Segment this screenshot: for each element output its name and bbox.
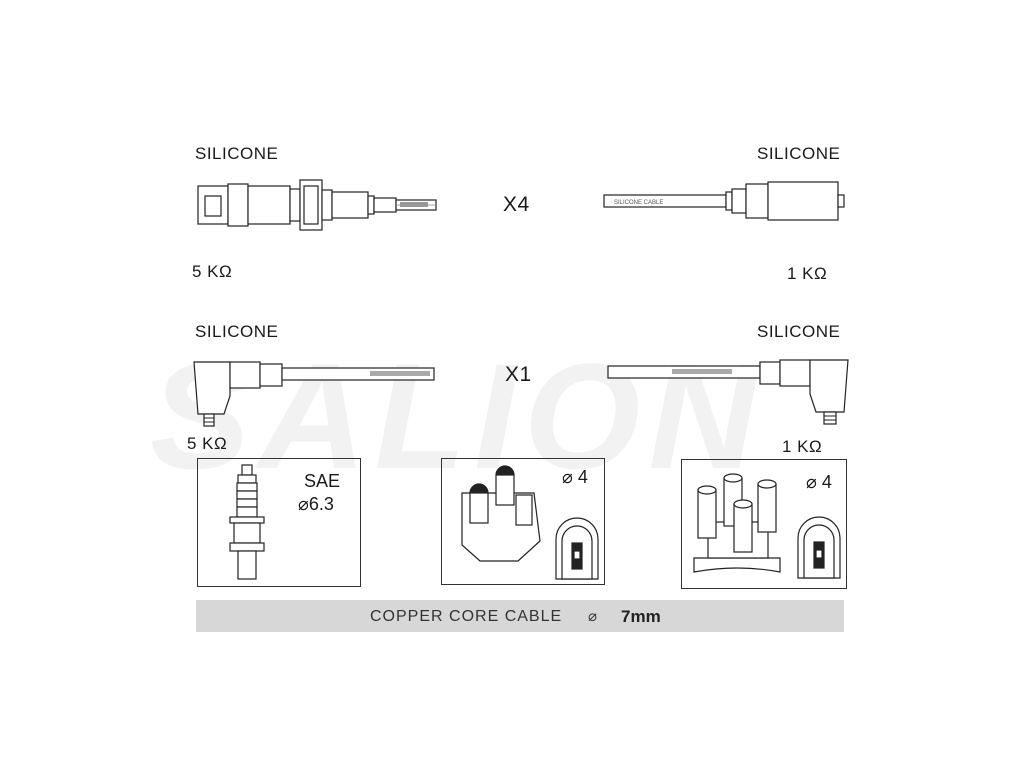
- distributor-cap-icon-right: [693, 473, 781, 573]
- row1-left-resistance: 5 KΩ: [192, 262, 233, 281]
- row1-quantity: X4: [503, 193, 530, 216]
- diameter-symbol: ⌀: [588, 608, 598, 625]
- terminal-detail-icon-left: [555, 517, 599, 580]
- row1-cable-print: SILICONE CABLE: [614, 200, 663, 206]
- spark-plug-icon: [229, 464, 265, 580]
- row1-left-material: SILICONE: [195, 144, 279, 163]
- distributor-terminal-box-right: ⌀ 4: [681, 459, 847, 589]
- distributor-terminal-box-left: ⌀ 4: [441, 458, 605, 585]
- spark-plug-terminal-box: SAE ⌀6.3: [197, 458, 361, 587]
- row2-left-resistance: 5 KΩ: [187, 434, 228, 453]
- row2-left-angled-connector-drawing: [193, 361, 435, 427]
- row2-right-material: SILICONE: [757, 322, 841, 341]
- row1-right-resistance: 1 KΩ: [787, 264, 828, 283]
- row1-left-connector-drawing: [197, 179, 437, 231]
- row2-right-resistance: 1 KΩ: [782, 437, 823, 456]
- row1-right-connector-drawing: SILICONE CABLE: [603, 181, 845, 221]
- cable-spec-bar: COPPER CORE CABLE ⌀ 7mm: [196, 600, 844, 632]
- distributor-left-diameter: ⌀ 4: [562, 467, 588, 487]
- cable-diameter-value: 7mm: [621, 607, 661, 626]
- cable-type-label: COPPER CORE CABLE: [370, 608, 563, 625]
- distributor-cap-icon-left: [461, 465, 541, 562]
- row2-quantity: X1: [505, 363, 532, 386]
- distributor-right-diameter: ⌀ 4: [806, 472, 832, 492]
- terminal-detail-icon-right: [797, 516, 841, 579]
- row1-right-material: SILICONE: [757, 144, 841, 163]
- spark-plug-standard: SAE: [304, 471, 341, 491]
- row2-right-angled-connector-drawing: [607, 359, 849, 425]
- spark-plug-diameter: ⌀6.3: [298, 494, 334, 514]
- row2-left-material: SILICONE: [195, 322, 279, 341]
